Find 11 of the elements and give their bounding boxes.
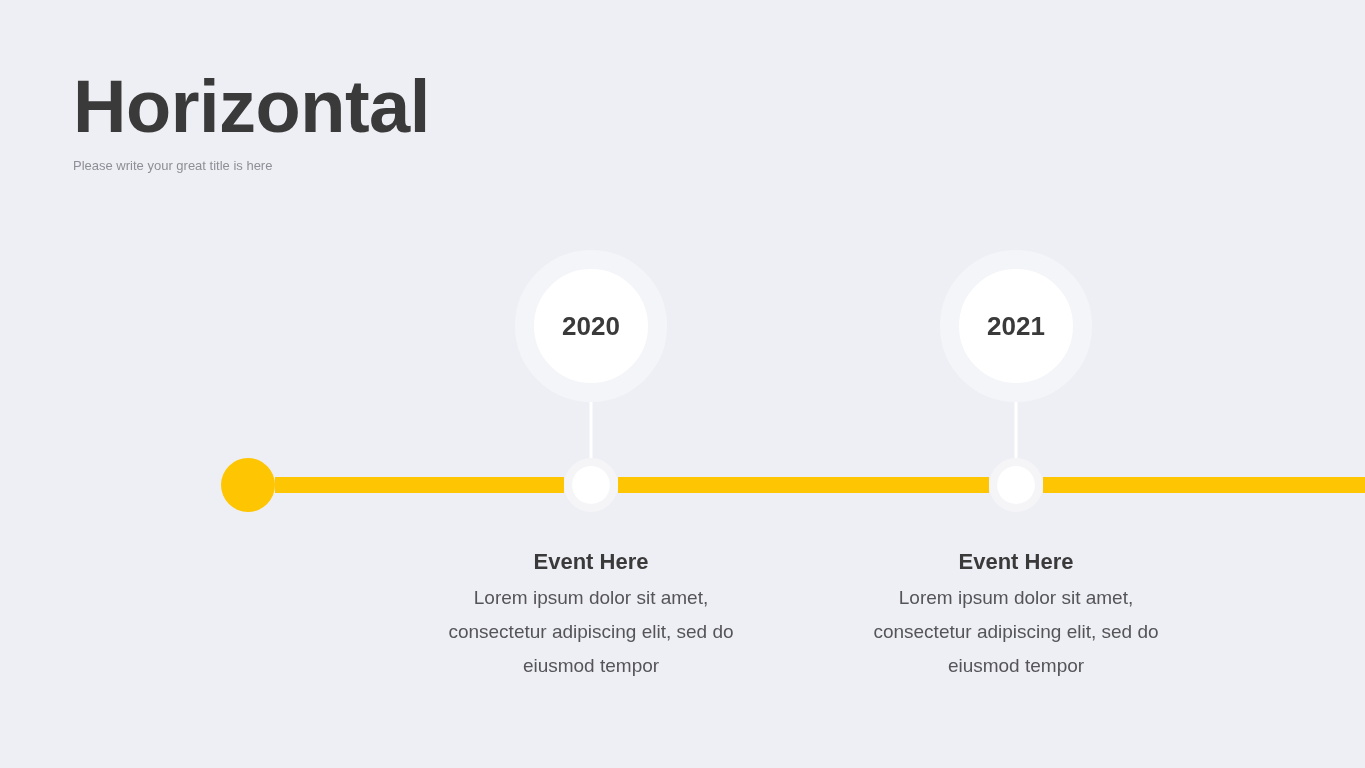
event-title: Event Here: [533, 548, 649, 576]
slide-subtitle: Please write your great title is here: [73, 159, 273, 172]
event-title: Event Here: [958, 548, 1074, 576]
event-description: Lorem ipsum dolor sit amet, consectetur adipiscing elit, sed do eiusmod tempor: [447, 586, 735, 678]
timeline-line: [1043, 477, 1365, 493]
year-label: 2020: [562, 313, 620, 339]
year-label: 2021: [987, 313, 1045, 339]
slide-title: Horizontal: [73, 70, 430, 144]
event-description: Lorem ipsum dolor sit amet, consectetur adipiscing elit, sed do eiusmod tempor: [872, 586, 1160, 678]
timeline-line: [618, 477, 989, 493]
timeline-line: [275, 477, 564, 493]
